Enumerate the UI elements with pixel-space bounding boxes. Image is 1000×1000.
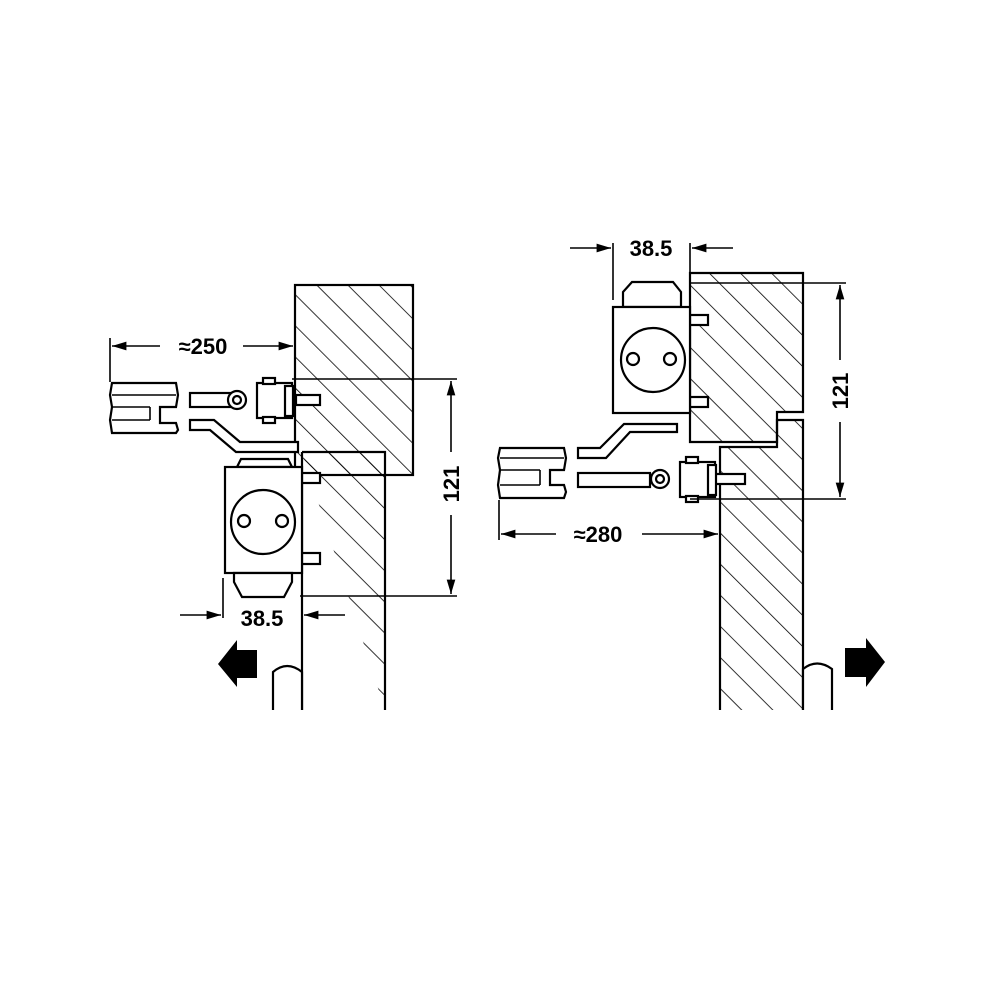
hinge-pin xyxy=(271,664,304,710)
arm-length-label: ≈250 xyxy=(179,334,228,359)
closer-arm xyxy=(108,376,322,454)
mounting-tab xyxy=(300,551,322,566)
door-section xyxy=(718,418,805,710)
mounting-tab xyxy=(688,313,710,327)
arm-length-label: ≈280 xyxy=(574,522,623,547)
mounting-tab xyxy=(688,395,710,409)
arm-broken-end xyxy=(496,446,568,500)
frame-section xyxy=(293,283,415,477)
hinge-pin xyxy=(801,662,834,710)
closer-body xyxy=(223,457,304,599)
height-label: 121 xyxy=(828,373,853,410)
right-view: 38.5 121 ≈280 xyxy=(496,236,885,710)
left-view: ≈250 121 38.5 xyxy=(108,283,464,710)
shoe-tab xyxy=(713,472,747,486)
arrow-left-icon xyxy=(218,640,257,687)
door-section xyxy=(300,450,387,710)
height-label: 121 xyxy=(439,466,464,503)
frame-section xyxy=(688,271,805,444)
arm-broken-end xyxy=(108,381,180,435)
closer-arm xyxy=(496,422,747,504)
arrow-right-icon xyxy=(845,638,885,687)
body-depth-label: 38.5 xyxy=(241,606,284,631)
mounting-tab xyxy=(300,471,322,485)
closer-body xyxy=(611,280,692,415)
body-depth-label: 38.5 xyxy=(630,236,673,261)
shoe-tab xyxy=(294,393,322,407)
